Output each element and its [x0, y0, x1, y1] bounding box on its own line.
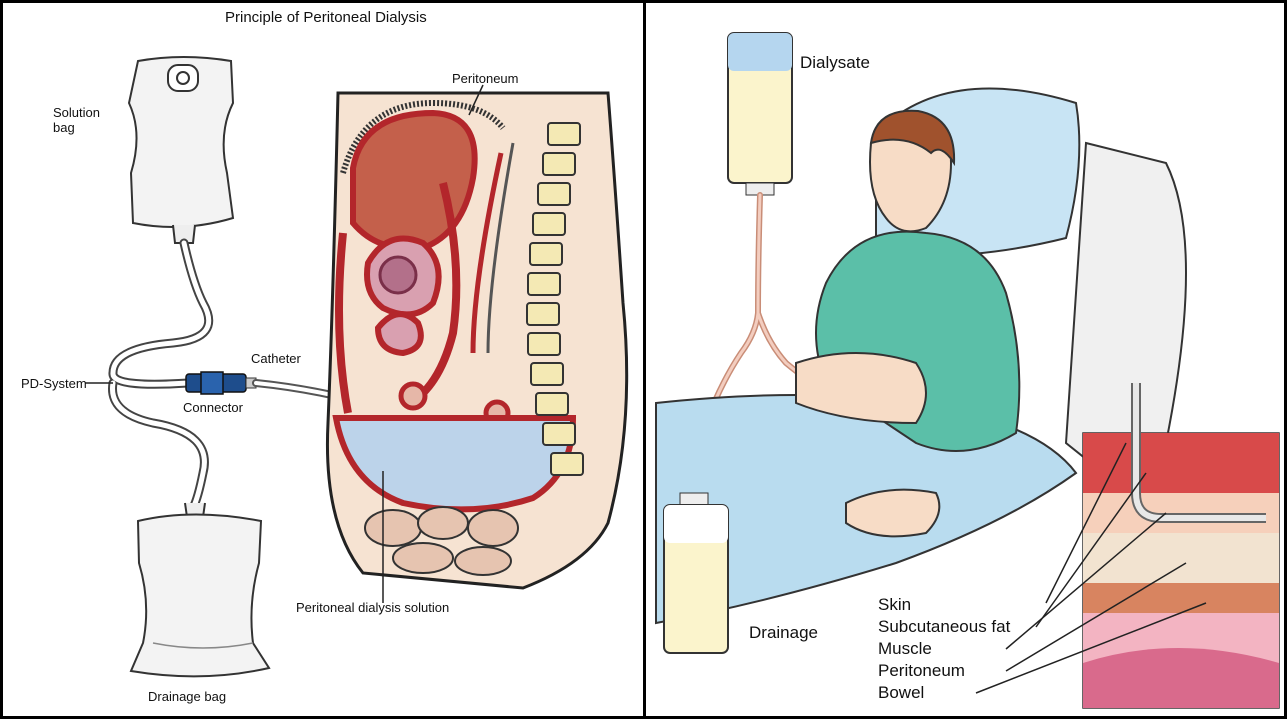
drainage-bag-label: Drainage bag	[148, 689, 226, 704]
left-panel: Principle of Peritoneal Dialysis Solutio…	[0, 0, 646, 719]
skin-label: Skin	[878, 595, 911, 615]
solution-bag-label: Solution bag	[53, 105, 100, 135]
inset-peritoneum-label: Peritoneum	[878, 661, 965, 681]
abdomen-cross-section	[327, 93, 626, 588]
right-panel: Dialysate Drainage Skin Subcutaneous fat…	[646, 0, 1287, 719]
peritoneum-label: Peritoneum	[452, 71, 518, 86]
drainage-bottle	[664, 493, 728, 653]
solution-bag	[129, 57, 233, 243]
drainage-bag	[131, 503, 269, 676]
dialysate-label: Dialysate	[800, 53, 870, 73]
muscle-label: Muscle	[878, 639, 932, 659]
catheter-label: Catheter	[251, 351, 301, 366]
patient-illustration	[646, 3, 1287, 719]
connector	[186, 372, 256, 394]
bowel-label: Bowel	[878, 683, 924, 703]
peritoneal-solution-label: Peritoneal dialysis solution	[296, 600, 449, 615]
dialysate-bottle	[728, 33, 792, 195]
subcutaneous-fat-label: Subcutaneous fat	[878, 617, 1010, 637]
diagram-title: Principle of Peritoneal Dialysis	[225, 9, 427, 26]
connector-label: Connector	[183, 400, 243, 415]
drainage-label: Drainage	[749, 623, 818, 643]
pd-system-label: PD-System	[21, 376, 87, 391]
